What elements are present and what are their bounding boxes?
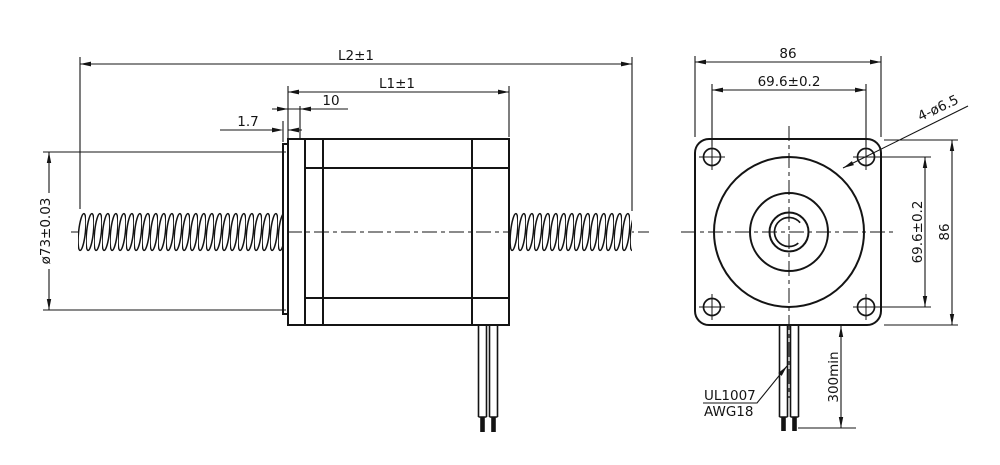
dim-pilot-diameter: ø73±0.03 — [38, 151, 286, 311]
motor-body-outline — [287, 138, 510, 326]
pilot-boss-circle — [713, 156, 865, 308]
dim-hole-spacing-horizontal: 69.6±0.2 — [711, 74, 867, 146]
wire-tip — [491, 417, 496, 432]
dim-body-length-label: L1±1 — [379, 76, 415, 92]
dim-height-label: 86 — [937, 223, 953, 240]
dim-hole-spacing-vertical-label: 69.6±0.2 — [910, 201, 926, 264]
motor-body-section-lines — [304, 138, 473, 326]
dim-body-length: L1±1 — [287, 76, 510, 139]
dim-pilot-diameter-label: ø73±0.03 — [38, 198, 54, 265]
dim-front-plate: 10 — [272, 93, 348, 139]
dim-boss-thickness: 1.7 — [220, 114, 302, 142]
lead-screw-left — [78, 212, 283, 252]
dim-width: 86 — [694, 46, 882, 137]
front-view: 86 69.6±0.2 4-ø6.5 69.6±0.2 86 — [681, 46, 969, 431]
wire-tip — [781, 417, 786, 431]
rotor-circle — [749, 192, 829, 272]
side-view: L2±1 L1±1 10 1.7 ø73±0.03 — [38, 48, 649, 432]
dim-lead-wire-length-label: 300min — [826, 351, 842, 402]
dim-boss-thickness-label: 1.7 — [237, 114, 258, 130]
mounting-holes — [699, 144, 879, 320]
dim-hole-spacing-horizontal-label: 69.6±0.2 — [758, 74, 821, 90]
dim-width-label: 86 — [779, 46, 796, 62]
dim-overall-length: L2±1 — [79, 48, 633, 211]
lead-screw-right — [510, 212, 632, 252]
dim-hole-spacing-vertical: 69.6±0.2 — [876, 156, 931, 308]
screw-thread-arc — [773, 216, 801, 248]
dim-height: 86 — [884, 139, 958, 326]
dim-front-plate-label: 10 — [322, 93, 339, 109]
flange-outline — [694, 138, 882, 326]
pilot-boss-plate — [282, 143, 289, 315]
wire-spec-callout: UL1007 AWG18 — [703, 365, 788, 420]
lead-wires-side — [477, 326, 499, 418]
wire-spec-line2: AWG18 — [704, 404, 754, 420]
dim-overall-length-label: L2±1 — [338, 48, 374, 64]
wire-spec-line1: UL1007 — [704, 388, 756, 404]
callout-mounting-holes-label: 4-ø6.5 — [915, 92, 961, 125]
screw-major-circle — [768, 211, 810, 253]
motor-body-chamfer-lines — [304, 167, 510, 299]
dim-lead-wire-length: 300min — [798, 326, 856, 429]
wire-tip — [480, 417, 485, 432]
wire-tip — [792, 417, 797, 431]
